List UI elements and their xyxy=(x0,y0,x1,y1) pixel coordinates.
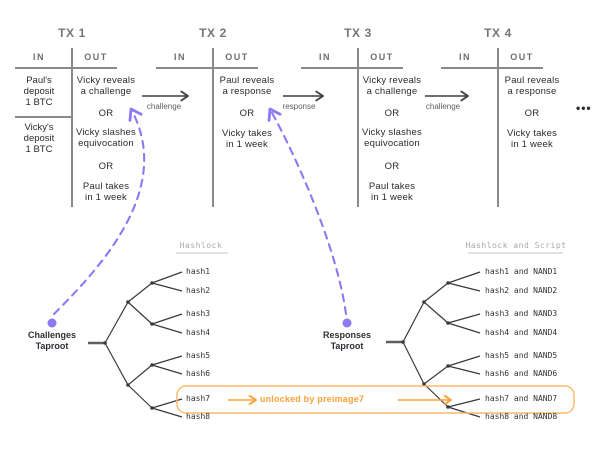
responses-leaf: hash5 and NAND5 xyxy=(485,351,558,360)
challenges-leaf: hash8 xyxy=(186,412,211,421)
tx4-out-header: OUT xyxy=(510,52,534,62)
tx3-output: Paul takes in 1 week xyxy=(368,181,416,203)
tx4-divider xyxy=(497,48,499,207)
challenges-leaf-unlocked: hash7 xyxy=(186,394,211,403)
responses-leaf: hash8 and NAND8 xyxy=(485,412,558,421)
responses-leaf: hash6 and NAND6 xyxy=(485,369,558,378)
hashlock-script-header: Hashlock and Script xyxy=(465,241,567,250)
taproot-dashed-arrows xyxy=(52,107,348,316)
challenges-leaf: hash1 xyxy=(186,267,211,276)
tx4-output-or: OR xyxy=(524,108,540,119)
unlocked-by-preimage-label: unlocked by preimage7 xyxy=(259,394,365,404)
tx1-output-or: OR xyxy=(98,108,114,119)
tx1-title: TX 1 xyxy=(58,26,86,40)
arrow-label-response: response xyxy=(282,102,316,111)
challenges-leaf: hash5 xyxy=(186,351,211,360)
tx1-output: Paul takes in 1 week xyxy=(82,181,130,203)
tx3-in-header: IN xyxy=(319,52,331,62)
responses-leaf: hash4 and NAND4 xyxy=(485,328,558,337)
tx3-output-or: OR xyxy=(384,161,400,172)
challenges-taproot-dot xyxy=(47,318,57,328)
responses-leaf: hash3 and NAND3 xyxy=(485,309,558,318)
responses-taproot-dot xyxy=(342,318,352,328)
tx1-output-or: OR xyxy=(98,161,114,172)
tx3-output: Vicky reveals a challenge xyxy=(362,75,422,97)
challenges-tree-edges xyxy=(88,271,183,418)
tx4-in-header: IN xyxy=(459,52,471,62)
tx3-output: Vicky slashes equivocation xyxy=(362,127,422,149)
tx3-output-or: OR xyxy=(384,108,400,119)
tx3-title: TX 3 xyxy=(344,26,372,40)
tx1-in-header: IN xyxy=(33,52,45,62)
tx4-table: TX 4 IN OUT Paul reveals a response OR V… xyxy=(398,0,598,220)
tx2-in-header: IN xyxy=(174,52,186,62)
responses-tree-edges xyxy=(386,271,481,418)
responses-leaf-unlocked: hash7 and NAND7 xyxy=(485,394,558,403)
tx1-table: TX 1 IN OUT Paul's deposit 1 BTC Vicky's… xyxy=(0,0,172,220)
hashlock-header: Hashlock xyxy=(179,241,223,250)
unlocked-highlight-box xyxy=(176,385,575,414)
tx1-input-separator xyxy=(15,116,73,118)
tx4-title: TX 4 xyxy=(484,26,512,40)
tx2-output: Paul reveals a response xyxy=(219,75,275,97)
tx2-divider xyxy=(212,48,214,207)
tx1-input: Paul's deposit 1 BTC xyxy=(23,75,55,108)
tx3-divider xyxy=(357,48,359,207)
tx4-header-line xyxy=(441,67,543,69)
arrow-label-challenge-1: challenge xyxy=(146,102,182,111)
responses-taproot-label: Responses Taproot xyxy=(322,330,372,351)
tx1-output: Vicky slashes equivocation xyxy=(76,127,136,149)
challenges-leaf: hash2 xyxy=(186,286,211,295)
arrow-label-challenge-2: challenge xyxy=(425,102,461,111)
tx3-header-line xyxy=(301,67,403,69)
challenges-taproot-label: Challenges Taproot xyxy=(27,330,76,351)
continuation-ellipsis: ••• xyxy=(576,101,592,115)
tx1-header-line xyxy=(15,67,117,69)
tx4-output: Paul reveals a response xyxy=(504,75,560,97)
tx2-table: TX 2 IN OUT Paul reveals a response OR V… xyxy=(113,0,313,220)
tx2-out-header: OUT xyxy=(225,52,249,62)
tx2-output: Vicky takes in 1 week xyxy=(221,128,273,150)
challenges-leaf: hash6 xyxy=(186,369,211,378)
tx1-output: Vicky reveals a challenge xyxy=(76,75,136,97)
tx1-divider xyxy=(71,48,73,207)
challenges-leaf: hash3 xyxy=(186,309,211,318)
tx2-title: TX 2 xyxy=(199,26,227,40)
tx3-out-header: OUT xyxy=(370,52,394,62)
tx1-input: Vicky's deposit 1 BTC xyxy=(23,122,55,155)
tx3-table: TX 3 IN OUT Vicky reveals a challenge OR… xyxy=(258,0,458,220)
responses-leaf: hash1 and NAND1 xyxy=(485,267,558,276)
tx2-output-or: OR xyxy=(239,108,255,119)
tx4-output: Vicky takes in 1 week xyxy=(506,128,558,150)
tx2-header-line xyxy=(156,67,258,69)
responses-leaf: hash2 and NAND2 xyxy=(485,286,558,295)
challenges-leaf: hash4 xyxy=(186,328,211,337)
tx1-out-header: OUT xyxy=(84,52,108,62)
